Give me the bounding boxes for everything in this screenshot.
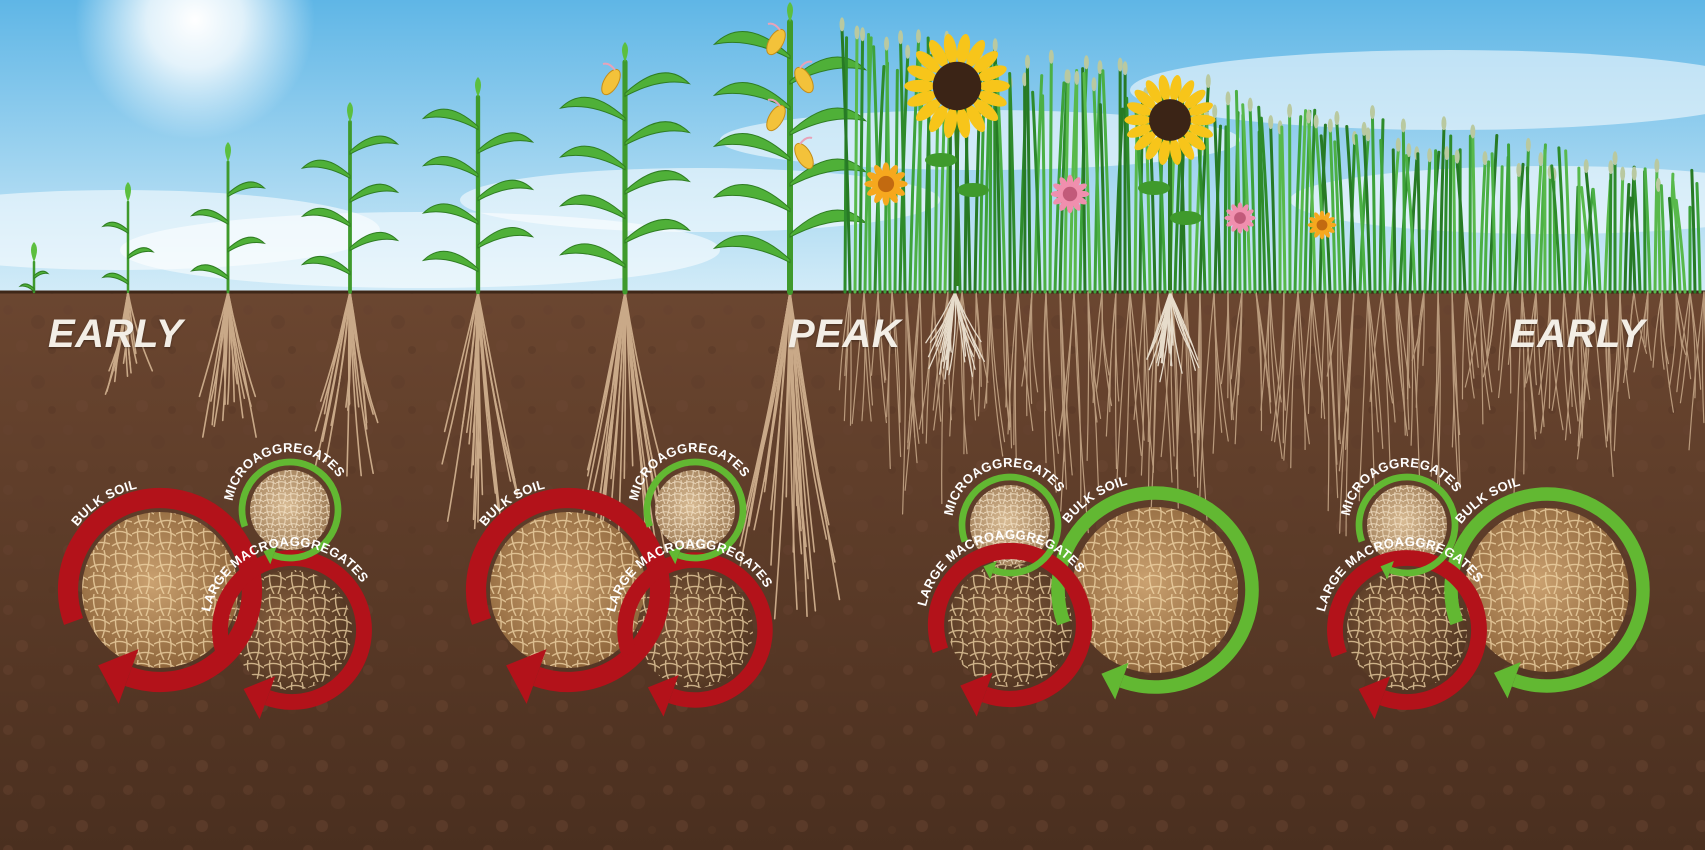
stage-label-early-left: EARLY (48, 312, 183, 357)
bulk-soil-disc-texture (1465, 508, 1629, 672)
microaggregate-disc-texture (655, 470, 735, 550)
stage-label-early-right: EARLY (1510, 312, 1645, 357)
stage-label-peak: PEAK (788, 312, 901, 357)
bulk-soil-disc-texture (1072, 507, 1238, 673)
